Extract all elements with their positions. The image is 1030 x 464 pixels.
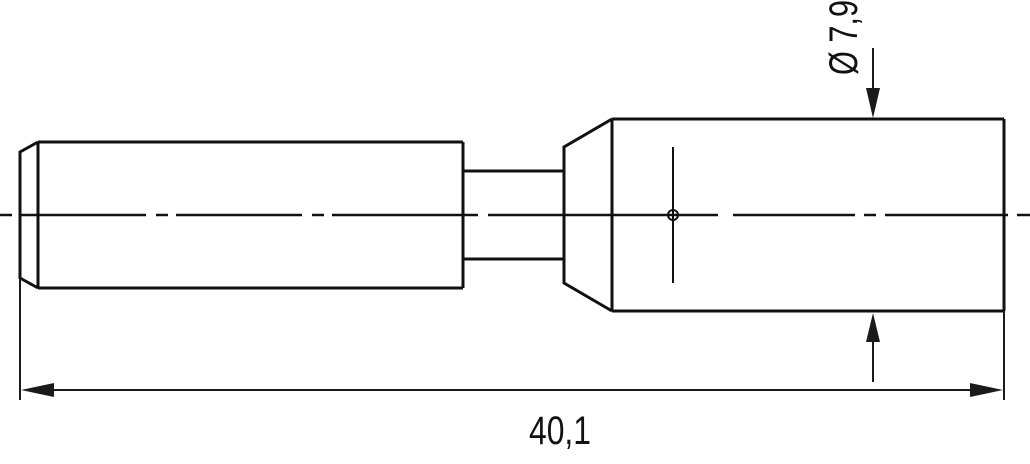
neck	[463, 169, 564, 261]
diameter-label: Ø 7,9	[822, 0, 866, 75]
arrow-up-icon	[866, 313, 880, 342]
arrow-left-icon	[21, 383, 54, 397]
length-label: 40,1	[529, 409, 591, 453]
arrow-down-icon	[866, 88, 880, 118]
center-mark	[667, 147, 679, 283]
arrow-right-icon	[970, 383, 1003, 397]
diameter-dimension: Ø 7,9	[822, 0, 880, 382]
length-dimension: 40,1	[19, 278, 1005, 453]
